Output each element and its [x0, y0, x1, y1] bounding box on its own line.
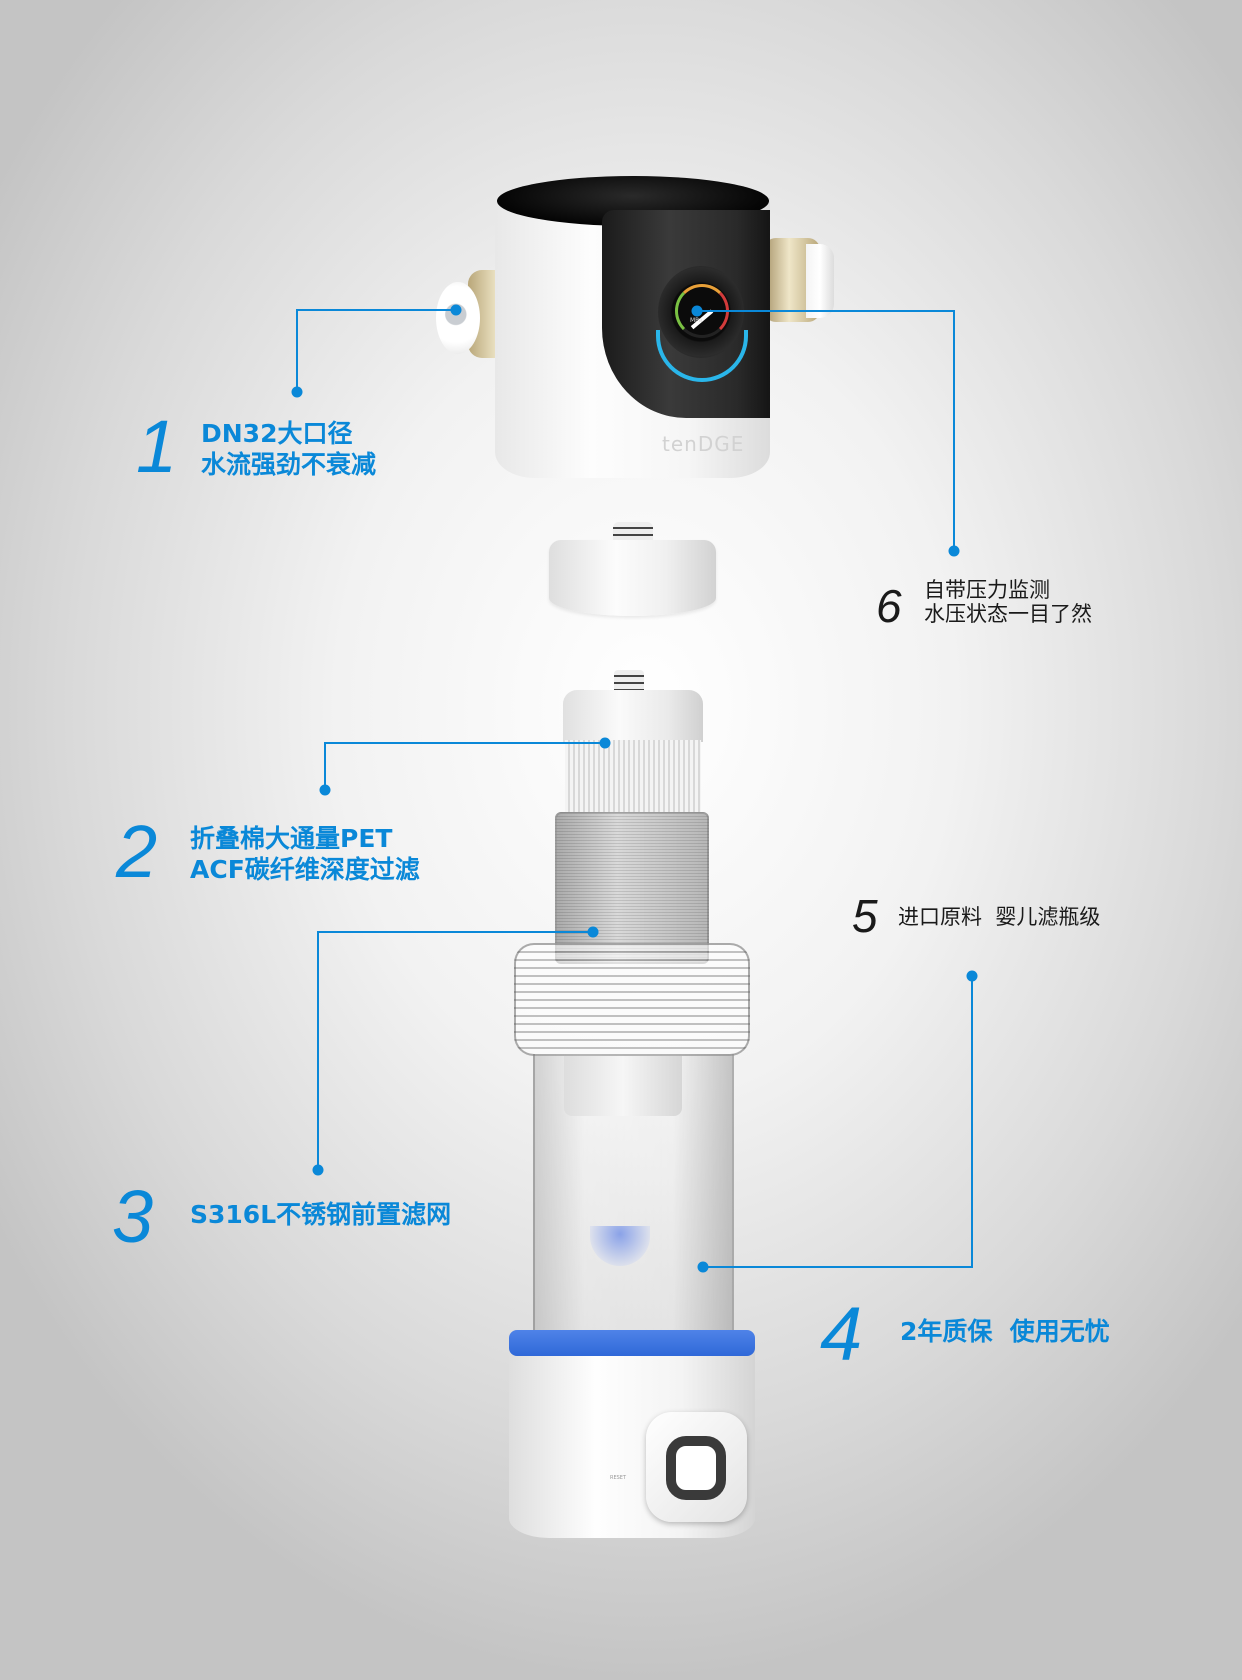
inner-cartridge-bottom — [564, 1056, 682, 1116]
callout-text: DN32大口径 水流强劲不衰减 — [201, 418, 376, 480]
stainless-mesh-screen — [555, 812, 709, 964]
callout-line: 水流强劲不衰减 — [201, 450, 377, 479]
callout-number: 4 — [820, 1292, 863, 1377]
callout-text: 进口原料 婴儿滤瓶级 — [898, 905, 1100, 929]
callout-number: 1 — [136, 405, 178, 488]
callout-text: 2年质保 使用无忧 — [900, 1316, 1110, 1347]
callout-number: 2 — [116, 810, 158, 893]
callout-line: ACF碳纤维深度过滤 — [190, 855, 420, 884]
callout-line: 折叠棉大通量PET — [190, 824, 393, 853]
flush-button[interactable] — [646, 1412, 747, 1522]
pleated-pet-filter — [565, 740, 701, 818]
callout-number: 3 — [112, 1175, 154, 1258]
callout-line: S316L不锈钢前置滤网 — [190, 1200, 452, 1229]
callout-number: 5 — [852, 890, 878, 942]
base-label: RESET — [610, 1475, 627, 1481]
base-blue-rim — [509, 1330, 755, 1356]
outlet-pipe-right — [806, 244, 834, 318]
callout-text: 折叠棉大通量PET ACF碳纤维深度过滤 — [190, 823, 420, 885]
gauge-unit: MPa — [690, 317, 703, 324]
callout-line: 进口原料 婴儿滤瓶级 — [898, 905, 1101, 929]
callout-text: 自带压力监测 水压状态一目了然 — [924, 578, 1092, 626]
inlet-pipe-left — [436, 282, 480, 354]
callout-line: DN32大口径 — [201, 419, 353, 448]
callout-text: S316L不锈钢前置滤网 — [190, 1199, 451, 1230]
brand-logo: tenDGE — [662, 432, 745, 456]
adapter-body — [549, 540, 716, 616]
clear-bowl-thread — [514, 943, 750, 1056]
callout-line: 2年质保 使用无忧 — [900, 1317, 1110, 1346]
cartridge-cap — [563, 690, 703, 742]
callout-line: 自带压力监测 — [924, 578, 1050, 602]
water-drop-icon — [666, 1436, 726, 1500]
callout-number: 6 — [876, 580, 902, 632]
callout-line: 水压状态一目了然 — [924, 602, 1092, 626]
